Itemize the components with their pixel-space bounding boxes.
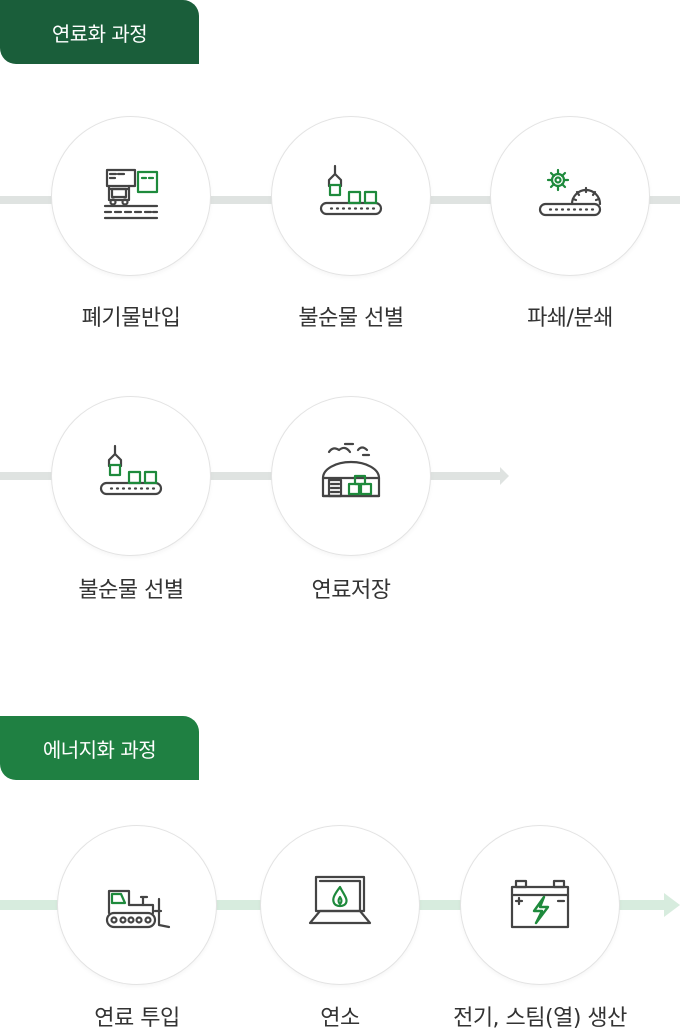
step-fuel-storage <box>271 396 431 556</box>
fuel-row2-arrow-icon <box>500 467 509 485</box>
gear-crusher-icon <box>538 168 602 217</box>
conveyor-sorting-icon <box>99 444 163 496</box>
furnace-flame-icon <box>308 875 372 925</box>
energy-process-tab[interactable]: 에너지화 과정 <box>0 716 199 780</box>
step-waste-intake <box>51 116 211 276</box>
step-fuel-storage-label: 연료저장 <box>311 578 391 603</box>
fuel-process-tab[interactable]: 연료화 과정 <box>0 0 199 64</box>
step-fuel-input-label: 연료 투입 <box>94 1006 180 1031</box>
step-crushing-label: 파쇄/분쇄 <box>527 306 613 331</box>
conveyor-sorting-icon <box>319 164 383 216</box>
step-combustion-label: 연소 <box>320 1006 360 1031</box>
step-power-steam-production <box>460 825 620 985</box>
step-combustion <box>260 825 420 985</box>
energy-row-arrow-icon <box>664 893 680 917</box>
step-fuel-input <box>57 825 217 985</box>
energy-process-title: 에너지화 과정 <box>42 737 157 762</box>
step-impurity-sorting-2 <box>51 396 211 556</box>
warehouse-storage-icon <box>321 442 381 498</box>
step-power-steam-production-label: 전기, 스팀(열) 생산 <box>453 1006 627 1031</box>
battery-lightning-icon <box>510 879 570 929</box>
fuel-row2-connector <box>0 472 500 480</box>
truck-delivery-icon <box>103 168 159 220</box>
fuel-process-title: 연료화 과정 <box>51 21 148 46</box>
bulldozer-icon <box>105 889 171 929</box>
step-waste-intake-label: 폐기물반입 <box>81 306 181 331</box>
step-crushing <box>490 116 650 276</box>
step-impurity-sorting-2-label: 불순물 선별 <box>78 578 184 603</box>
step-impurity-sorting-1 <box>271 116 431 276</box>
step-impurity-sorting-1-label: 불순물 선별 <box>298 306 404 331</box>
